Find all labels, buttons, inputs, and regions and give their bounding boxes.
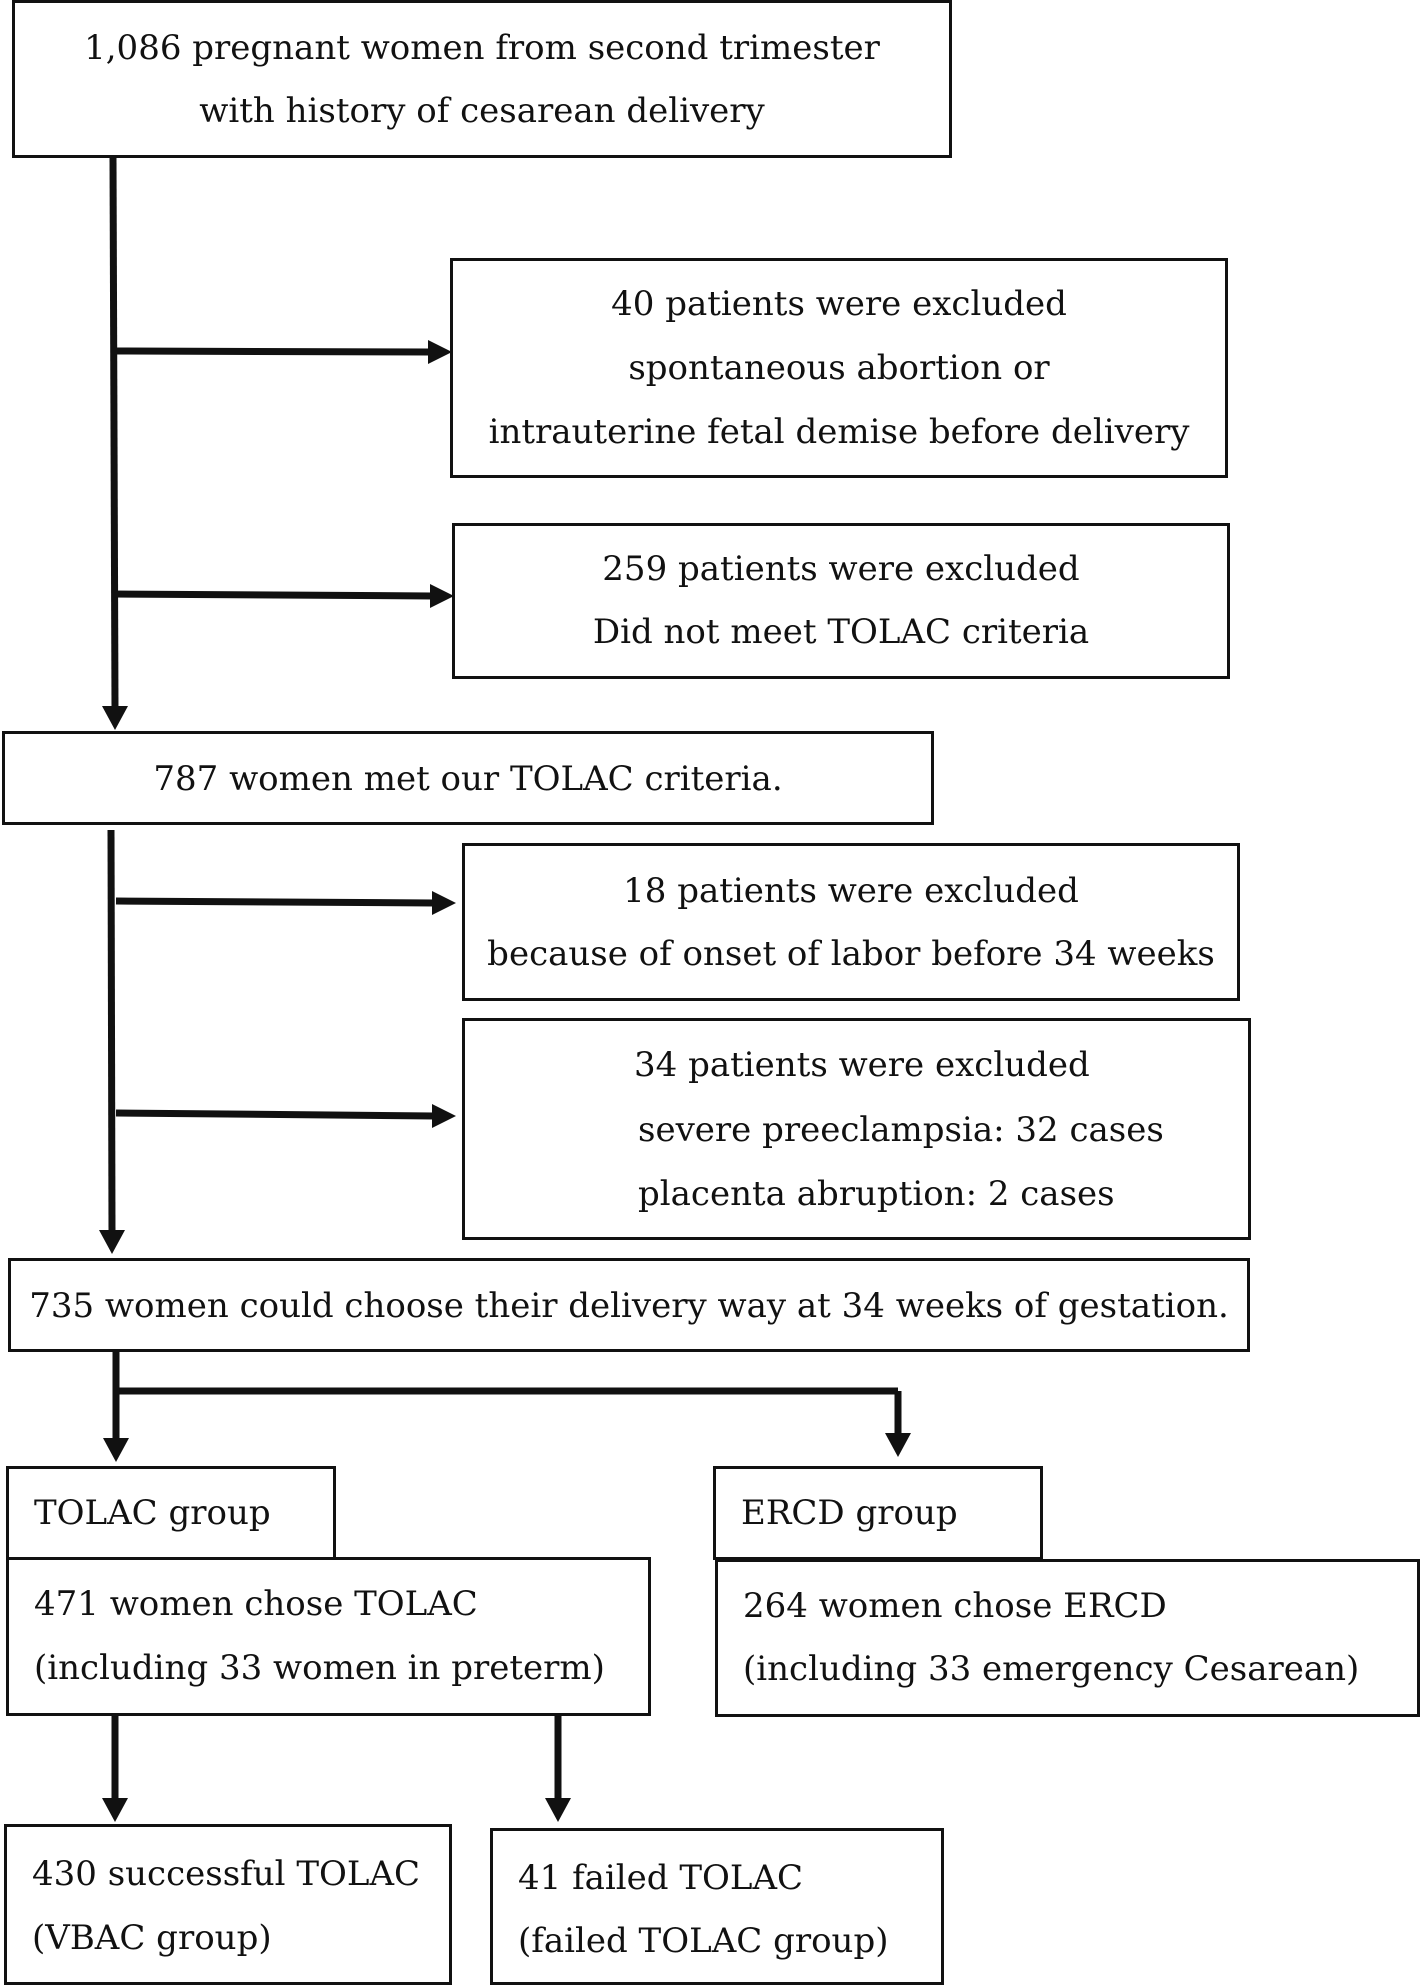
exclusion3-line2: because of onset of labor before 34 week… — [487, 934, 1215, 974]
failed-line2: (failed TOLAC group) — [518, 1921, 889, 1961]
branch-line-exclusion4 — [115, 1109, 435, 1120]
exclusion1-line1: 40 patients were excluded — [611, 284, 1067, 324]
branch-line-exclusion3 — [115, 897, 435, 907]
branch-line-exclusion1 — [112, 347, 431, 356]
choose-text: 735 women could choose their delivery wa… — [29, 1286, 1229, 1326]
start-box — [12, 0, 952, 158]
ercd-line1: 264 women chose ERCD — [743, 1586, 1167, 1626]
arrowhead-right — [430, 584, 454, 608]
ercd-body-box — [715, 1559, 1420, 1717]
branch-line-exclusion2 — [112, 590, 433, 600]
tolac-line2: (including 33 women in preterm) — [34, 1648, 605, 1688]
vbac-line1: 430 successful TOLAC — [32, 1854, 421, 1894]
exclusion1-line2: spontaneous abortion or — [628, 348, 1050, 388]
exclusion2-box — [452, 523, 1230, 679]
tolac-body-box — [6, 1557, 651, 1716]
exclusion4-line3: placenta abruption: 2 cases — [638, 1174, 1115, 1214]
trunk-line-2 — [107, 829, 116, 1233]
exclusion2-line2: Did not meet TOLAC criteria — [592, 612, 1090, 652]
arrowhead-right — [432, 1104, 456, 1128]
arrowhead-down — [545, 1798, 571, 1822]
exclusion4-line1: 34 patients were excluded — [634, 1045, 1090, 1085]
tolac-line1: 471 women chose TOLAC — [34, 1584, 478, 1624]
arrowhead-down — [99, 1230, 125, 1254]
start-line2: with history of cesarean delivery — [199, 91, 765, 131]
exclusion2-line1: 259 patients were excluded — [602, 549, 1080, 589]
arrowhead-down — [102, 1798, 128, 1822]
arrowhead-right — [432, 891, 456, 915]
met-criteria-text: 787 women met our TOLAC criteria. — [153, 759, 783, 799]
arrowhead-down — [885, 1433, 911, 1457]
exclusion4-box — [462, 1018, 1251, 1240]
exclusion1-line3: intrauterine fetal demise before deliver… — [488, 412, 1190, 452]
ercd-header: ERCD group — [741, 1493, 958, 1533]
exclusion3-box — [462, 843, 1240, 1001]
failed-box — [490, 1828, 944, 1985]
arrowhead-right — [428, 340, 452, 364]
vbac-line2: (VBAC group) — [32, 1918, 272, 1958]
tolac-header: TOLAC group — [34, 1493, 271, 1533]
arrowhead-down — [103, 1438, 129, 1462]
exclusion4-line2: severe preeclampsia: 32 cases — [638, 1110, 1164, 1150]
ercd-header-box — [713, 1466, 1043, 1560]
arrowhead-down — [102, 706, 128, 730]
choose-box — [8, 1258, 1250, 1352]
exclusion1-box — [450, 258, 1228, 478]
exclusion3-line1: 18 patients were excluded — [623, 871, 1079, 911]
met-criteria-box — [2, 731, 934, 825]
start-line1: 1,086 pregnant women from second trimest… — [84, 28, 880, 68]
vbac-box — [4, 1824, 452, 1985]
ercd-line2: (including 33 emergency Cesarean) — [743, 1649, 1360, 1689]
failed-line1: 41 failed TOLAC — [518, 1858, 804, 1898]
trunk-line-1 — [109, 157, 119, 709]
